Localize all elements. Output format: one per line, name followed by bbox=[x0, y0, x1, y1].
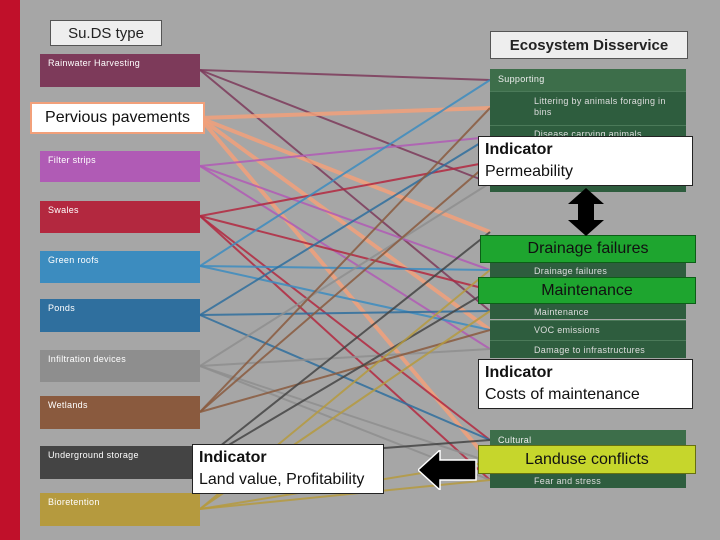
indicator-costs-title: Indicator bbox=[485, 364, 553, 381]
indicator-land-text: Land value, Profitability bbox=[199, 471, 365, 488]
connection-line bbox=[199, 107, 491, 413]
connection-line bbox=[199, 116, 491, 234]
connection-line bbox=[199, 69, 491, 81]
disservice-fear-stress: Fear and stress bbox=[490, 472, 686, 488]
indicator-costs-callout: Indicator Costs of maintenance bbox=[478, 359, 693, 409]
left-arrow-icon bbox=[418, 450, 477, 490]
connection-line bbox=[199, 365, 491, 463]
connection-line bbox=[199, 165, 491, 271]
connection-line bbox=[199, 79, 491, 267]
connection-line bbox=[199, 106, 491, 120]
indicator-permeability-text: Permeability bbox=[485, 163, 574, 180]
pervious-pavements-callout: Pervious pavements bbox=[30, 102, 205, 134]
suds-rainwater-harvesting: Rainwater Harvesting bbox=[40, 54, 200, 87]
suds-underground-storage: Underground storage bbox=[40, 446, 200, 479]
landuse-conflicts-callout: Landuse conflicts bbox=[478, 445, 696, 474]
connection-line bbox=[199, 161, 491, 217]
connection-line bbox=[199, 69, 491, 184]
suds-green-roofs: Green roofs bbox=[40, 251, 200, 283]
connection-line bbox=[199, 182, 491, 367]
disservice-voc-emissions: VOC emissions bbox=[490, 320, 686, 340]
disservice-drainage-failures: Drainage failures bbox=[490, 262, 686, 278]
suds-wetlands: Wetlands bbox=[40, 396, 200, 429]
maintenance-callout: Maintenance bbox=[478, 277, 696, 304]
group-supporting: Supporting bbox=[490, 69, 686, 91]
accent-bar bbox=[0, 0, 20, 540]
suds-swales: Swales bbox=[40, 201, 200, 233]
ecosystem-disservice-header: Ecosystem Disservice bbox=[490, 31, 688, 59]
indicator-permeability-callout: Indicator Permeability bbox=[478, 136, 693, 186]
indicator-costs-text: Costs of maintenance bbox=[485, 386, 640, 403]
drainage-failures-callout: Drainage failures bbox=[480, 235, 696, 263]
suds-ponds: Ponds bbox=[40, 299, 200, 332]
up-down-arrow-icon bbox=[568, 188, 604, 236]
connection-line bbox=[198, 116, 492, 464]
suds-type-header: Su.DS type bbox=[50, 20, 162, 46]
suds-filter-strips: Filter strips bbox=[40, 151, 200, 182]
connection-line bbox=[199, 329, 491, 413]
connection-line bbox=[199, 289, 491, 463]
connection-line bbox=[199, 348, 491, 367]
connection-line bbox=[199, 231, 491, 463]
indicator-permeability-title: Indicator bbox=[485, 141, 553, 158]
disservice-littering: Littering by animals foraging in bins bbox=[490, 91, 686, 125]
connection-line bbox=[199, 215, 491, 441]
disservice-maintenance: Maintenance bbox=[490, 303, 686, 319]
suds-infiltration-devices: Infiltration devices bbox=[40, 350, 200, 382]
connection-line bbox=[199, 165, 491, 350]
connection-line bbox=[199, 215, 491, 291]
indicator-land-callout: Indicator Land value, Profitability bbox=[192, 444, 384, 494]
disservice-damage-infrastructures: Damage to infrastructures bbox=[490, 340, 686, 358]
indicator-land-title: Indicator bbox=[199, 449, 267, 466]
connection-line bbox=[199, 479, 491, 510]
connection-line bbox=[199, 136, 491, 316]
connection-line bbox=[199, 310, 491, 316]
connection-line bbox=[199, 136, 491, 167]
connection-line bbox=[199, 314, 491, 441]
suds-bioretention: Bioretention bbox=[40, 493, 200, 526]
connection-line bbox=[198, 116, 492, 332]
connection-line bbox=[199, 161, 491, 413]
